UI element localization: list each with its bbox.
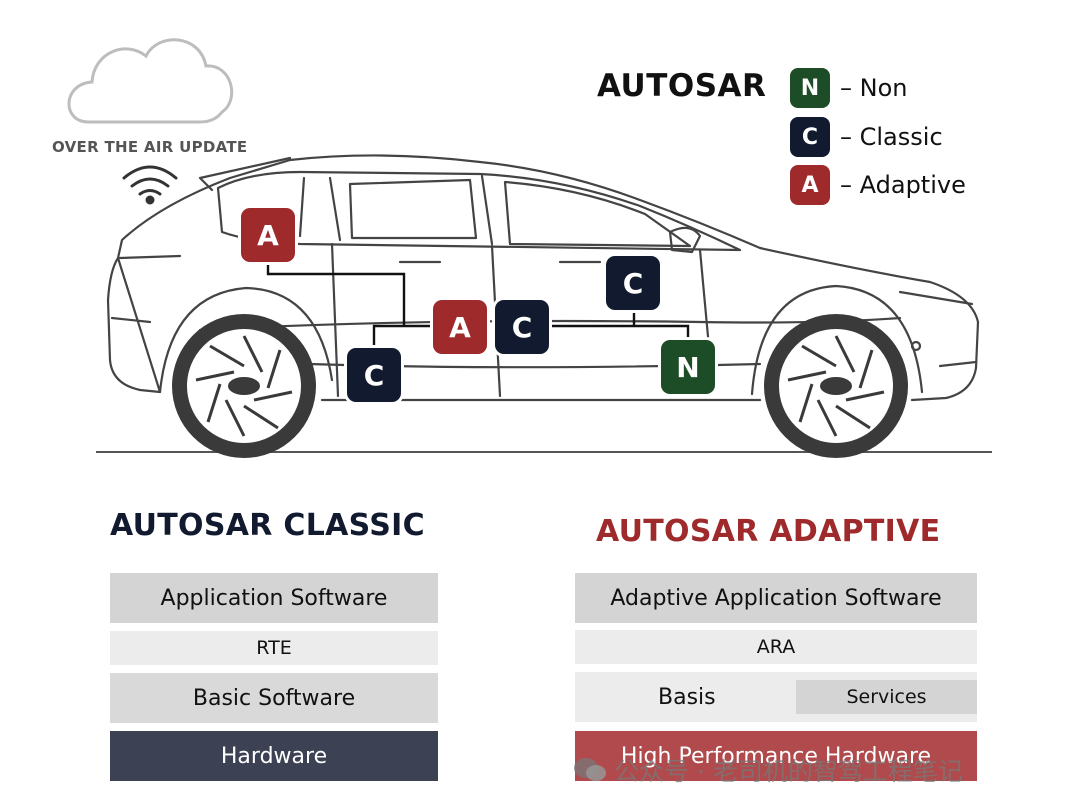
ecu-rear-classic: C <box>347 348 401 402</box>
ecu-center-adaptive: A <box>433 300 487 354</box>
ecu-front-classic: C <box>606 256 660 310</box>
adaptive-hardware-layer: High Performance Hardware <box>575 731 977 781</box>
rear-wheel <box>172 314 316 458</box>
ecu-center-classic: C <box>495 300 549 354</box>
adaptive-services-layer: Services <box>796 680 977 714</box>
ecu-front-non: N <box>661 340 715 394</box>
adaptive-basis-label: Basis <box>658 684 716 710</box>
classic-stack-title: AUTOSAR CLASSIC <box>110 508 425 543</box>
classic-basic-layer: Basic Software <box>110 673 438 723</box>
legend-item-adaptive: A – Adaptive <box>790 165 966 205</box>
legend-title: AUTOSAR <box>597 68 767 104</box>
legend-badge-classic: C <box>790 117 830 157</box>
legend-item-non: N – Non <box>790 68 907 108</box>
classic-hardware-layer: Hardware <box>110 731 438 781</box>
front-wheel <box>764 314 908 458</box>
legend-badge-non: N <box>790 68 830 108</box>
watermark: 公众号 · 老司机的智驾工程笔记 <box>572 752 963 788</box>
adaptive-application-layer: Adaptive Application Software <box>575 573 977 623</box>
legend-badge-adaptive: A <box>790 165 830 205</box>
ecu-rear-adaptive: A <box>241 208 295 262</box>
adaptive-stack-title: AUTOSAR ADAPTIVE <box>596 514 941 549</box>
legend-item-classic: C – Classic <box>790 117 943 157</box>
legend-text-adaptive: – Adaptive <box>840 171 966 199</box>
ota-label: OVER THE AIR UPDATE <box>52 138 248 156</box>
watermark-text: 公众号 · 老司机的智驾工程笔记 <box>614 757 963 786</box>
legend-text-classic: – Classic <box>840 123 943 151</box>
legend-text-non: – Non <box>840 74 908 102</box>
cloud-icon <box>67 38 234 124</box>
wechat-icon <box>574 758 606 781</box>
classic-application-layer: Application Software <box>110 573 438 623</box>
classic-rte-layer: RTE <box>110 631 438 665</box>
network-lines <box>266 262 690 350</box>
adaptive-ara-layer: ARA <box>575 630 977 664</box>
wifi-icon <box>122 165 178 205</box>
